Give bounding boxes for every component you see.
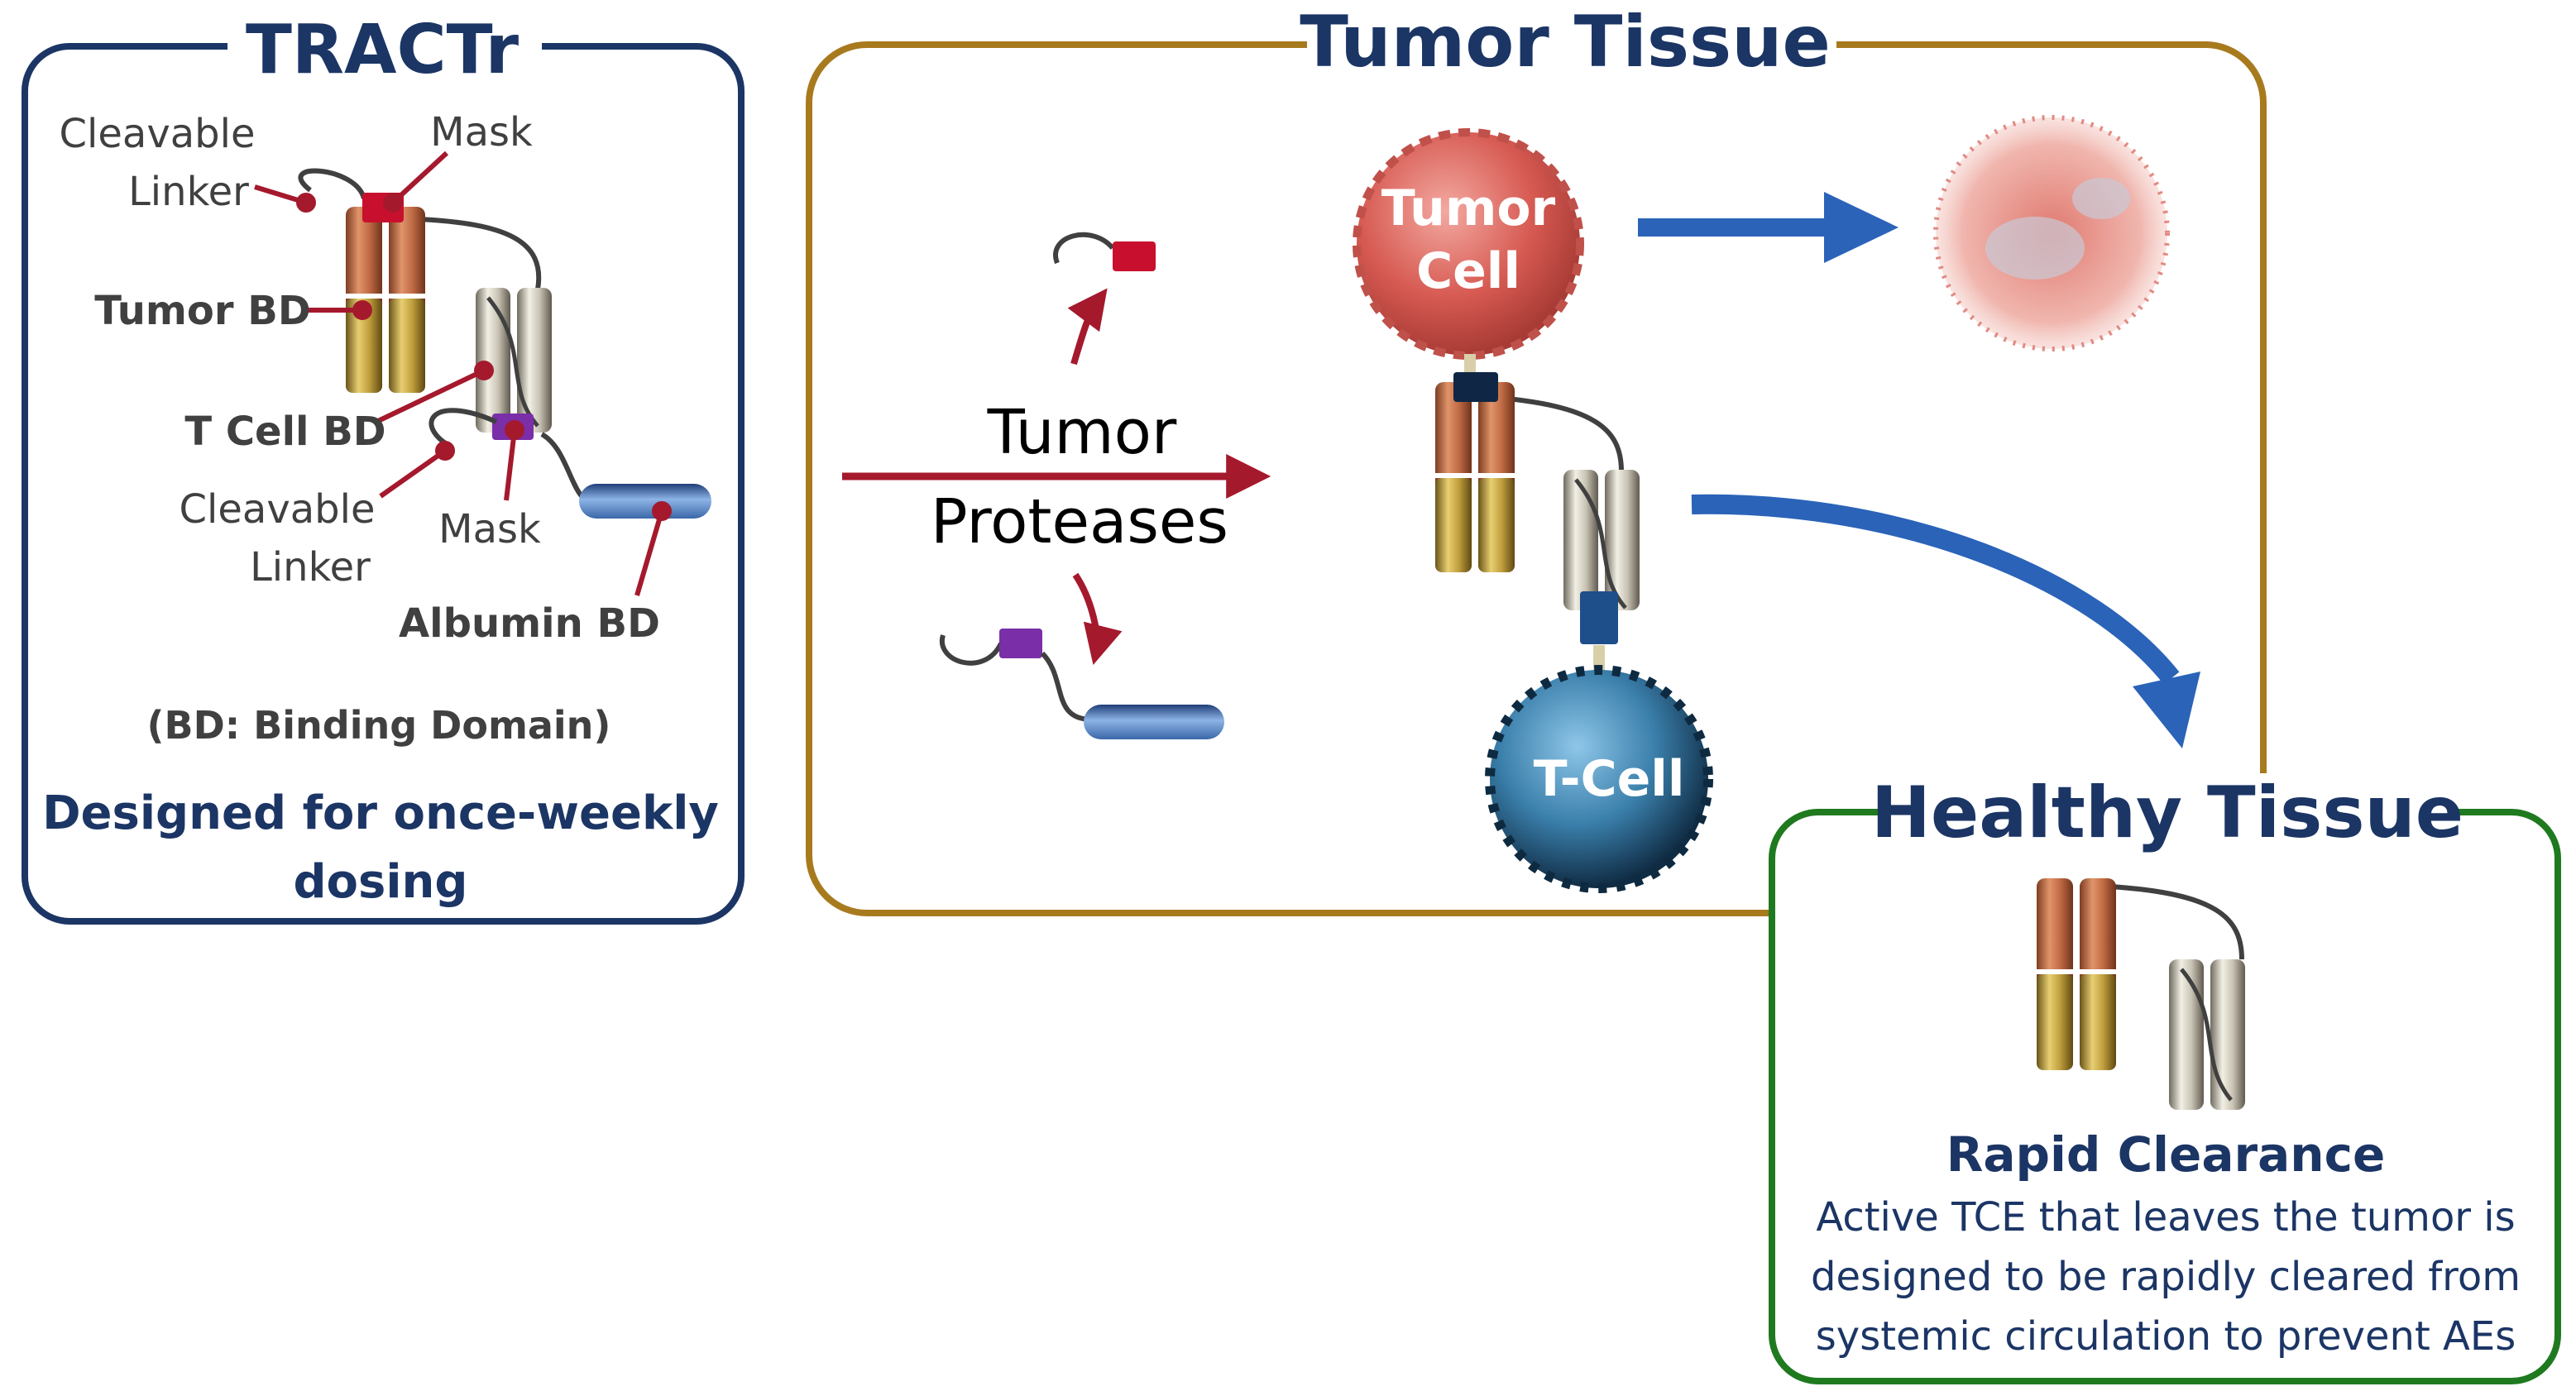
t-cell: T-Cell: [1485, 665, 1713, 893]
label-bd-note: (BD: Binding Domain): [147, 703, 611, 748]
tractr-panel: TRACTr: [22, 11, 745, 925]
killed-tumor-cell: [1933, 115, 2170, 351]
clearance-description-1: Active TCE that leaves the tumor is: [1816, 1194, 2515, 1241]
label-mask-top: Mask: [430, 109, 533, 155]
tumor-tissue-title: Tumor Tissue: [1300, 1, 1831, 84]
active-tce-molecule: [1435, 372, 1640, 678]
tractr-title: TRACTr: [246, 11, 520, 89]
clearance-description-2: designed to be rapidly cleared from: [1811, 1254, 2521, 1300]
tractr-leader-lines: [254, 151, 672, 596]
label-tcell-bd: T Cell BD: [184, 409, 385, 455]
dosing-line-1: Designed for once-weekly: [42, 786, 719, 840]
label-cleavable-linker-bottom-1: Cleavable: [180, 486, 376, 533]
proteases-line-2: Proteases: [931, 486, 1228, 557]
healthy-tissue-panel: Healthy Tissue Rapid Clearance Active TC…: [1769, 772, 2561, 1384]
bound-cd3: [1580, 591, 1618, 644]
kill-arrow: [1638, 192, 1898, 263]
tumor-tissue-panel: Tumor Tissue Tumor Proteases Tumor Cell: [806, 1, 2267, 916]
clearance-description-3: systemic circulation to prevent AEs: [1816, 1313, 2516, 1360]
released-purple-mask: [939, 572, 1224, 739]
t-cell-label: T-Cell: [1534, 750, 1685, 808]
tractr-molecule: [298, 168, 711, 519]
healthy-tissue-title: Healthy Tissue: [1871, 772, 2463, 854]
label-tumor-bd: Tumor BD: [94, 288, 310, 334]
healthy-tissue-backdrop: [1769, 809, 2561, 1384]
label-mask-bottom: Mask: [438, 506, 541, 552]
label-cleavable-linker-top-2: Linker: [128, 169, 249, 215]
unmasked-tce-molecule: [2037, 878, 2245, 1110]
proteases-line-1: Tumor: [987, 397, 1177, 468]
label-albumin-bd: Albumin BD: [399, 600, 660, 647]
released-albumin-tube: [1084, 705, 1224, 739]
clearance-arrow: [1691, 494, 2200, 748]
label-cleavable-linker-bottom-2: Linker: [250, 544, 371, 590]
bound-tumor-antigen: [1453, 372, 1498, 402]
released-red-mask: [1053, 232, 1156, 366]
tumor-cell: Tumor Cell: [1353, 128, 1584, 360]
tumor-cell-label-2: Cell: [1416, 242, 1520, 300]
label-cleavable-linker-top-1: Cleavable: [60, 111, 256, 157]
dosing-line-2: dosing: [293, 855, 467, 909]
tumor-cell-label-1: Tumor: [1381, 179, 1556, 237]
rapid-clearance-heading: Rapid Clearance: [1946, 1126, 2386, 1183]
albumin-bd-tube: [579, 484, 711, 519]
